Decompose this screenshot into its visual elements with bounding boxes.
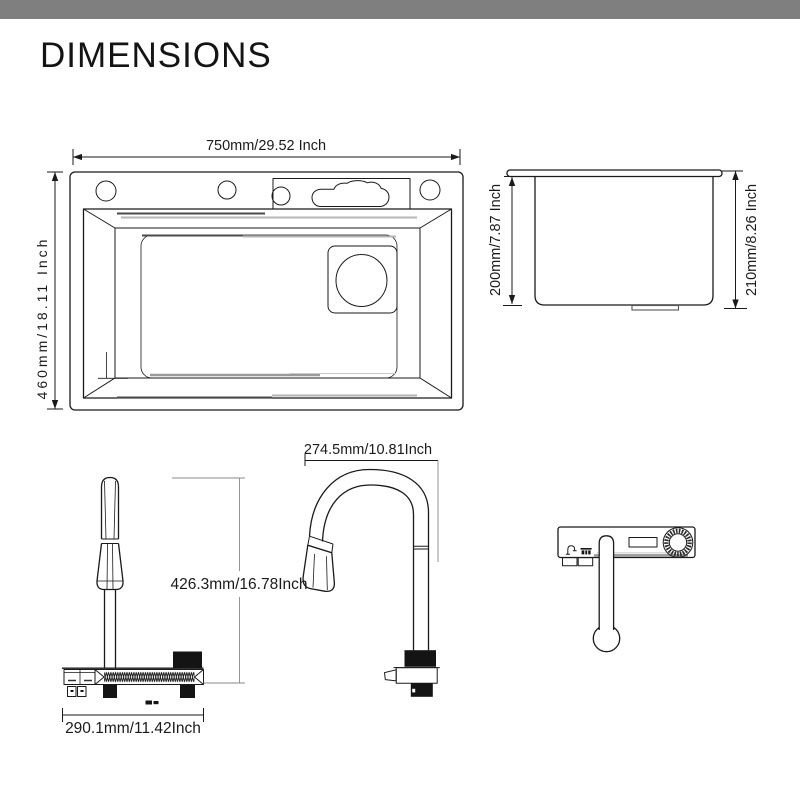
faucet-hole-2	[217, 180, 237, 200]
spray-head-cone	[96, 543, 124, 591]
sink-depth-label: 460mm/18.11 Inch	[34, 237, 50, 400]
brushed-texture-lines	[117, 212, 417, 399]
faucet-hole-3	[271, 186, 291, 206]
waterfall-bar-texture	[104, 671, 195, 683]
faucet-top-view	[557, 526, 696, 653]
bowl-profile	[534, 176, 714, 306]
faucet-hole-4	[419, 179, 441, 201]
sink-rim-profile	[506, 169, 723, 178]
wand-ring	[101, 538, 119, 544]
floor-corner-mark	[98, 352, 128, 379]
sink-outer-rim	[69, 171, 464, 411]
spray-head-collar	[307, 535, 334, 554]
dim-faucet-height: 426.3mm/16.78Inch	[170, 477, 308, 684]
spray-head	[302, 544, 336, 593]
deck-plate	[557, 526, 696, 559]
connector-right	[577, 557, 594, 567]
faucet-base-block	[404, 650, 436, 667]
spout-inner-curve	[321, 484, 415, 542]
spout-outer-curve	[308, 468, 430, 537]
faucet-icon	[565, 545, 577, 555]
hose-clip-1	[67, 686, 77, 697]
spout-tube-top	[598, 535, 615, 630]
faucet-shank	[410, 683, 433, 697]
overall-height-label: 210mm/8.26 Inch	[744, 184, 760, 296]
faucet-width-label: 290.1mm/11.42Inch	[65, 720, 201, 737]
dim-sink-width: 750mm/29.52 Inch	[72, 138, 461, 165]
drain-hole	[335, 254, 388, 307]
basin-corner-lines	[83, 208, 452, 399]
display-window	[628, 537, 658, 548]
waterfall-bar	[94, 669, 204, 685]
waterfall-slot	[311, 180, 390, 207]
dim-spout-reach: 274.5mm/10.81Inch	[304, 442, 439, 562]
sink-top-view	[69, 171, 464, 411]
drain-stub	[631, 304, 680, 311]
faucet-height-label: 426.3mm/16.78Inch	[170, 576, 307, 593]
control-box	[63, 669, 96, 685]
faucet-handle	[384, 669, 397, 682]
dim-bowl-depth: 200mm/7.87 Inch	[488, 176, 522, 306]
bowl-depth-label: 200mm/7.87 Inch	[488, 184, 504, 296]
page-title: DIMENSIONS	[40, 36, 272, 75]
spout-column	[412, 512, 430, 651]
dim-overall-height: 210mm/8.26 Inch	[722, 170, 760, 309]
wand-body	[100, 476, 120, 539]
faucet-base-plate	[395, 667, 438, 684]
mount-foot-left	[103, 684, 117, 698]
fine-print-mark	[145, 700, 159, 705]
faucet-side-view	[62, 476, 204, 705]
vent-icon	[580, 548, 592, 555]
faucet-front-view	[302, 468, 440, 697]
sink-width-label: 750mm/29.52 Inch	[206, 138, 326, 154]
dim-sink-depth: 460mm/18.11 Inch	[34, 171, 63, 410]
riser-pipe	[103, 589, 117, 668]
control-knob	[662, 527, 694, 558]
top-bar	[0, 0, 800, 19]
mount-foot-right	[180, 684, 195, 698]
connector-left	[562, 557, 578, 567]
mount-block	[173, 651, 202, 668]
drain-plate	[327, 245, 398, 314]
faucet-hole-1	[95, 180, 117, 202]
deck-recess-panel	[272, 178, 411, 209]
dim-faucet-width: 290.1mm/11.42Inch	[62, 708, 204, 737]
spout-reach-label: 274.5mm/10.81Inch	[304, 442, 432, 458]
sink-side-view	[506, 169, 723, 311]
hose-clip-2	[77, 686, 87, 697]
